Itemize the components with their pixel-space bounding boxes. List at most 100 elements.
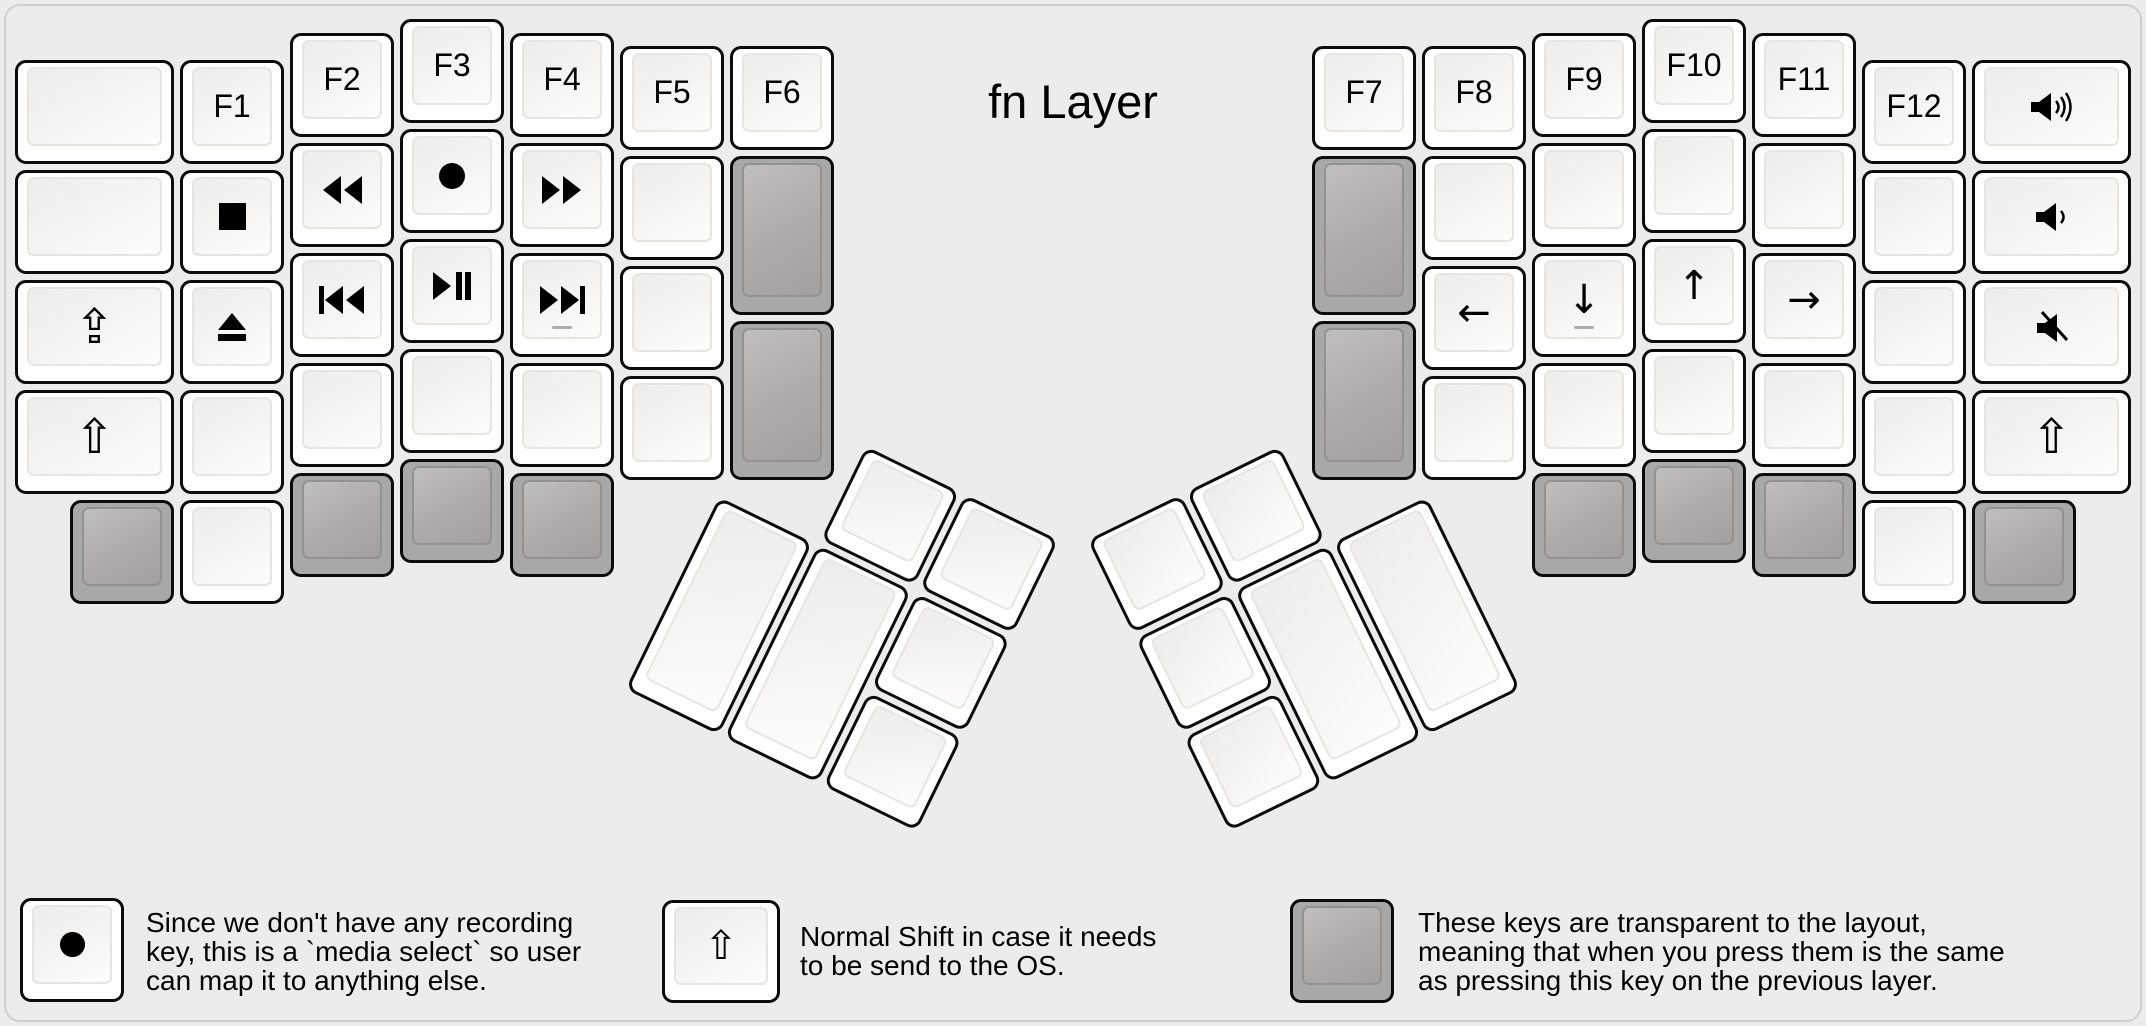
legend-line: These keys are transparent to the layout… [1418, 907, 1927, 938]
key-next-track[interactable] [510, 253, 614, 357]
key-blank[interactable] [1422, 376, 1526, 480]
key-f12[interactable]: F12 [1862, 60, 1966, 164]
key-f2[interactable]: F2 [290, 33, 394, 137]
key-f7[interactable]: F7 [1312, 46, 1416, 150]
key-f11[interactable]: F11 [1752, 33, 1856, 137]
key-label: F12 [1886, 88, 1942, 124]
key-blank[interactable] [15, 60, 174, 164]
legend-shift-key: ⇧ [662, 900, 780, 1003]
key-play-pause[interactable] [400, 239, 504, 343]
key-blank[interactable] [1862, 390, 1966, 494]
key-f10[interactable]: F10 [1642, 19, 1746, 123]
legend-line: can map it to anything else. [146, 965, 487, 996]
key-f6[interactable]: F6 [730, 46, 834, 150]
fast-forward-icon [542, 175, 581, 204]
arrow-right-icon: → [1787, 276, 1821, 323]
key-blank[interactable] [620, 376, 724, 480]
key-blank[interactable] [15, 170, 174, 274]
key-blank[interactable] [1752, 143, 1856, 247]
previous-track-icon [319, 285, 364, 314]
key-f4[interactable]: F4 [510, 33, 614, 137]
key-transparent[interactable] [1532, 473, 1636, 577]
key-blank[interactable] [1862, 500, 1966, 604]
key-stop[interactable] [180, 170, 284, 274]
legend-line: key, this is a `media select` so user [146, 936, 582, 967]
stop-icon [218, 203, 246, 230]
key-blank[interactable] [1862, 280, 1966, 384]
key-volume-up[interactable] [1972, 60, 2131, 164]
mute-icon [2036, 310, 2068, 342]
key-blank[interactable] [1532, 363, 1636, 467]
key-blank[interactable] [1642, 349, 1746, 453]
key-eject[interactable] [180, 280, 284, 384]
key-label: F7 [1345, 74, 1383, 110]
homing-mark [1574, 326, 1594, 329]
key-transparent[interactable] [290, 473, 394, 577]
key-label: F1 [213, 88, 251, 124]
key-blank[interactable] [1752, 363, 1856, 467]
key-blank[interactable] [510, 363, 614, 467]
key-blank[interactable] [620, 156, 724, 260]
key-arrow-right[interactable]: → [1752, 253, 1856, 357]
record-icon [59, 931, 85, 958]
caps-lock-icon: ⇪ [74, 298, 115, 355]
key-shift-left[interactable]: ⇧ [15, 390, 174, 494]
key-mute[interactable] [1972, 280, 2131, 384]
legend-line: meaning that when you press them is the … [1418, 936, 2005, 967]
legend-record-text: Since we don't have any recording key, t… [146, 908, 581, 995]
key-caps-lock[interactable]: ⇪ [15, 280, 174, 384]
key-record[interactable] [400, 129, 504, 233]
layer-title: fn Layer [988, 75, 1158, 128]
key-blank[interactable] [1422, 156, 1526, 260]
key-blank[interactable] [1862, 170, 1966, 274]
legend-shift-text: Normal Shift in case it needs to be send… [800, 922, 1156, 980]
key-transparent[interactable] [1312, 156, 1416, 315]
key-blank[interactable] [400, 349, 504, 453]
record-icon [439, 162, 465, 189]
arrow-left-icon: ← [1457, 289, 1491, 336]
key-fast-forward[interactable] [510, 143, 614, 247]
key-blank[interactable] [1642, 129, 1746, 233]
key-f9[interactable]: F9 [1532, 33, 1636, 137]
key-arrow-left[interactable]: ← [1422, 266, 1526, 370]
arrow-up-icon: ↑ [1677, 262, 1711, 309]
key-volume-down[interactable] [1972, 170, 2131, 274]
arrow-down-icon: ↓ [1567, 276, 1601, 323]
key-transparent[interactable] [1642, 459, 1746, 563]
key-transparent[interactable] [730, 156, 834, 315]
key-label: F8 [1455, 74, 1493, 110]
key-transparent[interactable] [70, 500, 174, 604]
homing-mark [552, 326, 572, 329]
key-arrow-up[interactable]: ↑ [1642, 239, 1746, 343]
shift-icon: ⇧ [74, 408, 115, 465]
key-f8[interactable]: F8 [1422, 46, 1526, 150]
play-pause-icon [433, 271, 471, 300]
key-blank[interactable] [180, 500, 284, 604]
key-label: F9 [1565, 61, 1603, 97]
shift-icon: ⇧ [704, 923, 738, 969]
key-shift-right[interactable]: ⇧ [1972, 390, 2131, 494]
volume-up-icon [2030, 91, 2072, 122]
key-rewind[interactable] [290, 143, 394, 247]
legend-line: as pressing this key on the previous lay… [1418, 965, 1938, 996]
key-blank[interactable] [620, 266, 724, 370]
key-arrow-down[interactable]: ↓ [1532, 253, 1636, 357]
key-blank[interactable] [1532, 143, 1636, 247]
eject-icon [218, 312, 246, 341]
key-label: F10 [1666, 47, 1722, 83]
key-transparent[interactable] [400, 459, 504, 563]
key-blank[interactable] [180, 390, 284, 494]
key-previous-track[interactable] [290, 253, 394, 357]
rewind-icon [323, 175, 362, 204]
key-transparent[interactable] [730, 321, 834, 480]
key-blank[interactable] [290, 363, 394, 467]
key-transparent[interactable] [1312, 321, 1416, 480]
key-f3[interactable]: F3 [400, 19, 504, 123]
key-f1[interactable]: F1 [180, 60, 284, 164]
key-transparent[interactable] [1972, 500, 2076, 604]
next-track-icon [540, 285, 585, 314]
key-transparent[interactable] [1752, 473, 1856, 577]
key-transparent[interactable] [510, 473, 614, 577]
key-f5[interactable]: F5 [620, 46, 724, 150]
key-label: F3 [433, 47, 471, 83]
